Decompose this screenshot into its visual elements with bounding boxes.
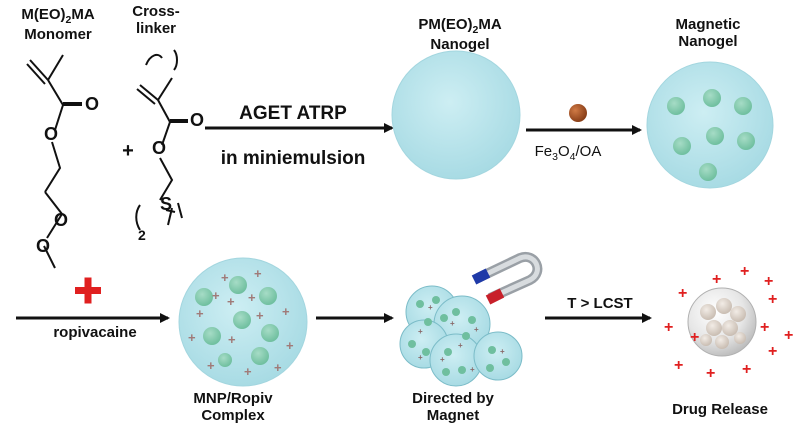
magnetic-line1: Magnetic [675, 16, 741, 33]
crosslinker-sulfur: S [160, 194, 172, 214]
monomer-ester-o: O [44, 124, 58, 144]
svg-text:+: + [742, 361, 751, 378]
svg-text:+: + [207, 358, 215, 373]
svg-text:+: + [254, 266, 262, 281]
monomer-label: M(EO)2MA Monomer [8, 6, 108, 43]
svg-text:+: + [690, 329, 699, 346]
magnetic-nanogel-label: Magnetic Nanogel [658, 16, 758, 51]
nanogel-sphere [391, 50, 521, 180]
drug-release-label: Drug Release [672, 401, 768, 418]
crosslinker-line1: Cross- [132, 3, 180, 20]
svg-text:+: + [418, 327, 423, 336]
svg-text:+: + [418, 353, 423, 362]
nanogel-caption: Nanogel [430, 36, 490, 54]
svg-text:+: + [248, 290, 256, 305]
directed-line1: Directed by [412, 390, 494, 407]
drug-release: +++ +++ +++ +++ + [664, 263, 793, 382]
svg-text:+: + [470, 365, 475, 374]
svg-text:+: + [740, 263, 749, 280]
svg-text:+: + [474, 325, 479, 334]
monomer-name: M(EO)2MA [21, 6, 95, 26]
svg-text:+: + [706, 365, 715, 382]
nanogel-label: PM(EO)2MA Nanogel [400, 16, 520, 53]
svg-text:+: + [228, 332, 236, 347]
svg-text:+: + [768, 343, 777, 360]
crosslinker-structure [135, 49, 188, 231]
crosslinker-line2: linker [135, 20, 177, 38]
monomer-ether-o2: O [36, 236, 50, 256]
svg-text:+: + [256, 308, 264, 323]
directed-label: Directed by Magnet [398, 390, 508, 425]
magnet-icon [471, 251, 543, 305]
nanogel-name: PM(EO)2MA [418, 16, 502, 36]
ropivacaine-label: ropivacaine [53, 324, 137, 341]
magnetic-nanogel [646, 61, 774, 189]
svg-text:+: + [212, 288, 220, 303]
svg-text:+: + [440, 355, 445, 364]
svg-text:+: + [784, 327, 793, 344]
svg-text:+: + [712, 271, 721, 288]
fe3o4-nanoparticle-icon [569, 104, 587, 122]
monomer-ether-o1: O [54, 210, 68, 230]
svg-text:+: + [764, 273, 773, 290]
monomer-caption: Monomer [24, 26, 92, 44]
svg-text:+: + [450, 319, 455, 328]
reaction-name: AGET ATRP [239, 103, 347, 124]
svg-text:+: + [227, 294, 235, 309]
svg-text:+: + [221, 270, 229, 285]
crosslinker-label: Cross- linker [126, 3, 186, 38]
monomer-carbonyl-o: O [85, 94, 99, 114]
directed-line2: Magnet [426, 407, 480, 425]
plus-sign: + [122, 140, 134, 162]
magnetic-line2: Nanogel [678, 33, 738, 51]
fe3o4-oa-label: Fe3O4/OA [534, 143, 602, 163]
svg-text:+: + [674, 357, 683, 374]
svg-text:+: + [188, 330, 196, 345]
svg-text:+: + [458, 341, 463, 350]
svg-text:+: + [244, 364, 252, 379]
complex-line2: Complex [201, 407, 265, 425]
complex-line1: MNP/Ropiv [193, 390, 273, 407]
crosslinker-ester-o: O [152, 138, 166, 158]
svg-text:+: + [428, 303, 433, 312]
nanogel-cluster: + + + + + + + + + [399, 285, 523, 387]
svg-text:+: + [196, 306, 204, 321]
lcst-label: T > LCST [567, 295, 633, 312]
complex-label: MNP/Ropiv Complex [178, 390, 288, 425]
svg-text:+: + [768, 291, 777, 308]
mnp-ropiv-complex: + + + + + + + + + + + + + + [178, 257, 308, 387]
svg-text:+: + [678, 285, 687, 302]
svg-text:+: + [664, 319, 673, 336]
svg-text:+: + [282, 304, 290, 319]
crosslinker-subscript: 2 [138, 227, 146, 243]
monomer-structure [26, 54, 82, 269]
crosslinker-carbonyl-o: O [190, 110, 204, 130]
svg-text:+: + [500, 347, 505, 356]
svg-text:+: + [760, 319, 769, 336]
ropivacaine-plus-icon [75, 277, 101, 304]
svg-text:+: + [286, 338, 294, 353]
svg-text:+: + [274, 360, 282, 375]
reaction-conditions: in miniemulsion [220, 148, 366, 169]
